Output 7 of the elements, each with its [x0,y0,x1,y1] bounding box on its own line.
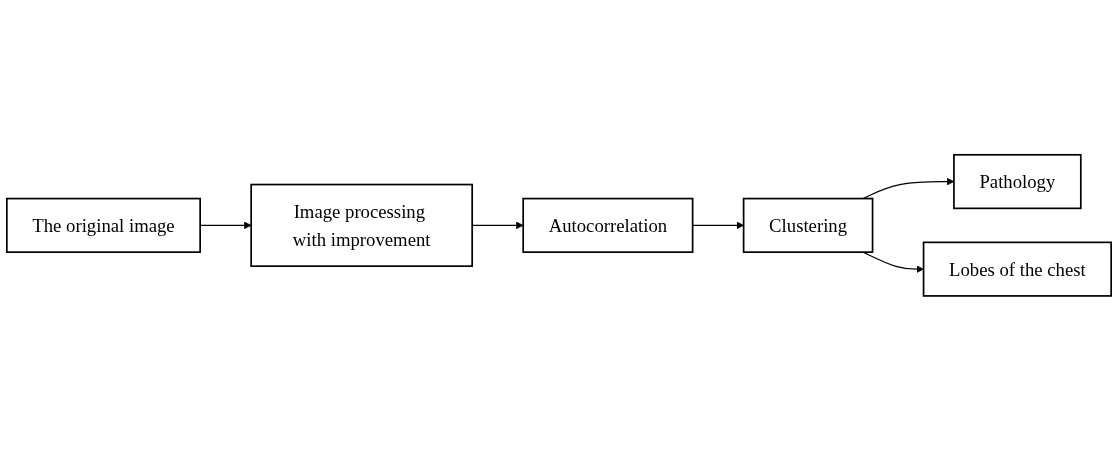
node-box: Image processing with improvement [250,183,474,267]
arrow [862,251,924,273]
node-box: Lobes of the chest [922,241,1112,297]
node-box: Pathology [953,153,1082,209]
node-box: Clustering [742,197,874,253]
node-box: The original image [6,197,201,253]
node-box: Autocorrelation [522,197,694,253]
